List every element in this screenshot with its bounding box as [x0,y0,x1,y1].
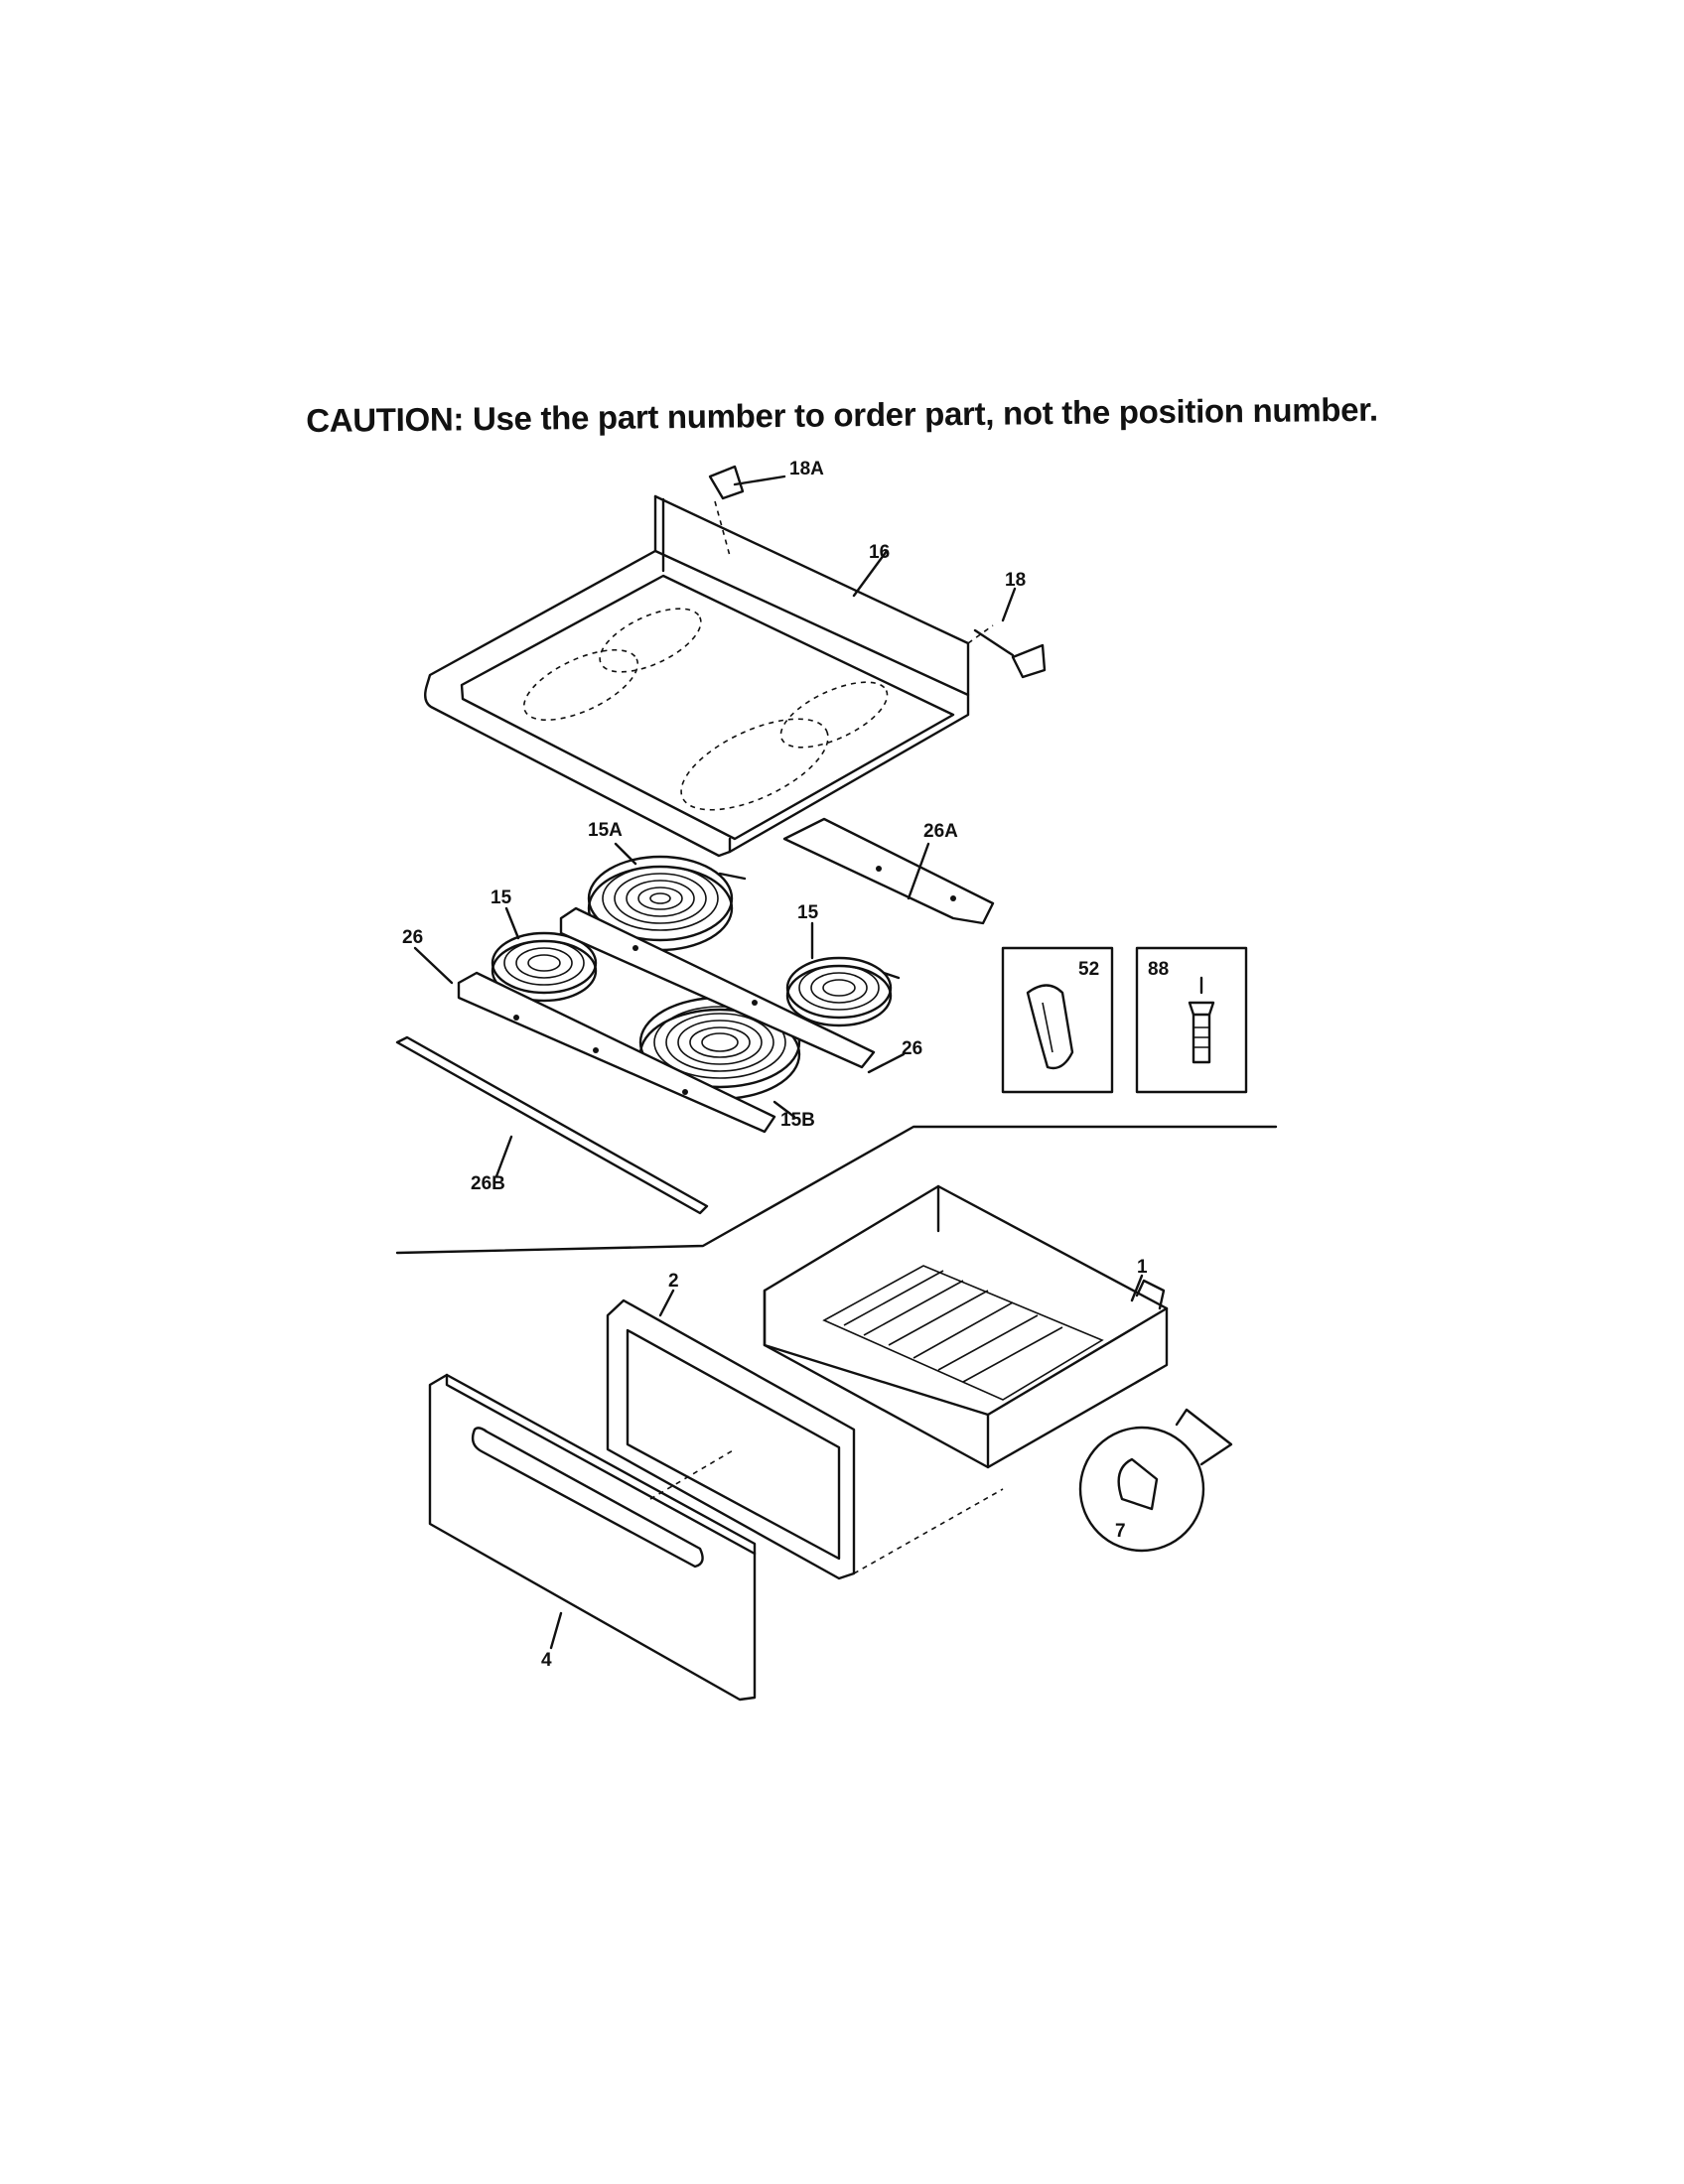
label-15-right: 15 [797,902,819,923]
label-26B: 26B [471,1173,505,1194]
label-16: 16 [869,542,890,563]
label-52: 52 [1078,959,1099,980]
drawer-body-part-1 [763,1184,1169,1469]
label-26-right: 26 [902,1038,922,1059]
burner-part-15-right [785,956,901,1027]
trim-strip-part-26B [395,1035,709,1215]
label-26-left: 26 [402,927,423,948]
bracket-part-26A [782,817,995,925]
assembly-line [853,1488,1004,1574]
inset-box-part-52 [1001,946,1114,1094]
inset-box-part-88 [1135,946,1248,1094]
label-18: 18 [1005,570,1026,591]
label-15A: 15A [588,820,623,841]
label-18A: 18A [789,459,824,479]
leader-lines [413,549,1144,1650]
burner-part-15-left [491,931,598,1003]
label-15-left: 15 [491,887,512,908]
label-88: 88 [1148,959,1169,980]
clip-part-18 [967,624,1047,679]
label-15B: 15B [780,1110,815,1131]
label-4: 4 [541,1650,552,1671]
bracket-part-26-right [559,906,876,1069]
label-1: 1 [1137,1257,1148,1278]
label-7: 7 [1115,1521,1126,1542]
bracket-part-26-left [457,971,776,1134]
label-26A: 26A [923,821,958,842]
section-divider [395,1125,1278,1255]
assembly-line [649,1448,736,1500]
detail-circle-part-7 [1078,1408,1233,1553]
label-2: 2 [668,1271,679,1292]
clip-part-18A [708,465,786,557]
